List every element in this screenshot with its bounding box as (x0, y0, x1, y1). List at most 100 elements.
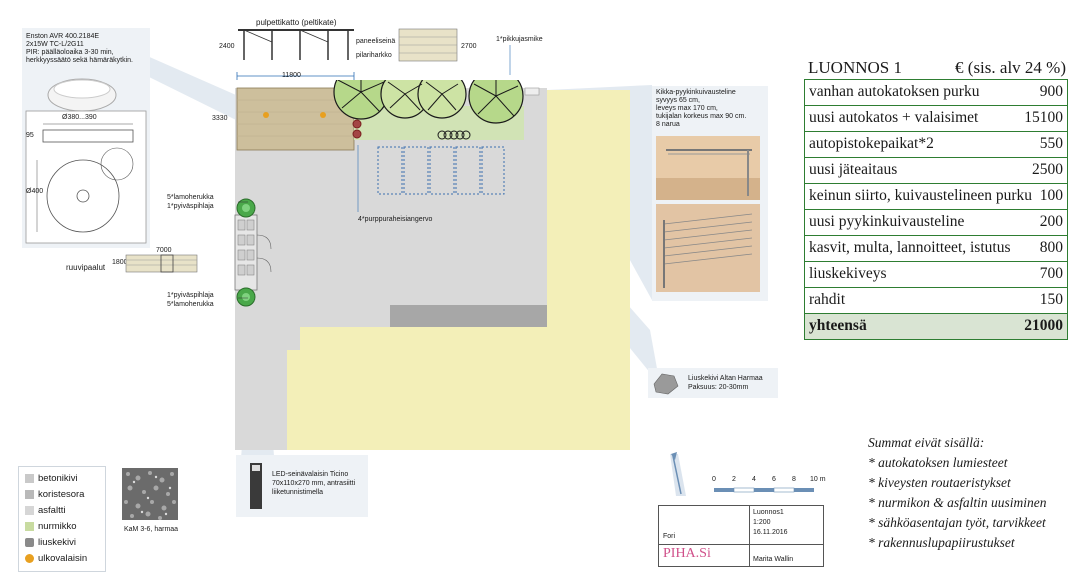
title-block: Luonnos1 1:200 16.11.2016 Fori PIHA.Si M… (658, 505, 824, 567)
led-light-line: liiketunnistimella (272, 489, 323, 496)
scale-bar (714, 487, 814, 493)
cost-value: 100 (1039, 187, 1063, 204)
gravel-sample-icon (122, 468, 178, 520)
cost-label: uusi autokatos + valaisimet (809, 109, 979, 126)
legend-item-ulkovalaisin: ulkovalaisin (25, 553, 87, 564)
pylvaspihlaja-label-bottom: 1*pyiväspihlaja (167, 292, 214, 299)
cost-row: uusi pyykinkuivausteline 200 (805, 209, 1067, 235)
lamp-spec-line: Enston AVR 400.2184E (26, 33, 100, 40)
pylvaspihlaja-label-top: 1*pyiväspihlaja (167, 203, 214, 210)
lamp-dim-label: 95 (26, 132, 34, 139)
exclusions-notes: Summat eivät sisällä: * autokatoksen lum… (868, 433, 1078, 553)
legend-swatch (25, 474, 34, 483)
lamoherukka-label-bottom: 5*lamoherukka (167, 301, 214, 308)
site-plan (234, 80, 630, 450)
fence-elevation-icon (125, 254, 198, 273)
lamp-spec-line: 2x15W TC-L/2G11 (26, 41, 84, 48)
legend-swatch (25, 506, 34, 515)
cost-row: rahdit 150 (805, 287, 1067, 313)
carport-width-dim: 11800 (282, 72, 301, 79)
cost-value: 550 (1039, 135, 1063, 152)
screw-piles-label: ruuvipaalut (66, 263, 106, 272)
cost-value: 700 (1039, 265, 1063, 282)
legend-item-liuskekivi: liuskekivi (25, 537, 76, 548)
cost-value: 2500 (1032, 161, 1063, 178)
width-dimension-line (236, 72, 355, 80)
drawing-date: 16.11.2016 (753, 529, 788, 536)
scale-tick: 10 m (810, 476, 826, 483)
cost-label: uusi pyykinkuivausteline (809, 213, 965, 230)
cost-total-value: 21000 (1024, 317, 1063, 334)
drying-rack-panel: Kikka-pyykinkuivausteline syvyys 65 cm, … (652, 86, 768, 301)
draft-title: LUONNOS 1 (808, 58, 902, 77)
fence-height-dim: 1800 (112, 259, 128, 266)
cost-total-label: yhteensä (809, 317, 867, 334)
cost-label: rahdit (809, 291, 846, 308)
notes-item: * nurmikon & asfaltin uusiminen (868, 495, 1047, 510)
scale-tick: 2 (732, 476, 736, 483)
led-light-line: LED-seinävalaisin Ticino (272, 471, 349, 478)
scale-tick: 8 (792, 476, 796, 483)
panel-wall-icon (398, 28, 458, 62)
north-arrow-icon (670, 452, 686, 496)
cost-row: keinun siirto, kuivaustelineen purku 100 (805, 183, 1067, 209)
lamp-drawing-icon (25, 110, 147, 244)
wall-light-icon (250, 463, 262, 509)
legend-label: koristesora (38, 489, 85, 500)
light-dot-icon (25, 554, 34, 563)
pillar-block-label: pilariharkko (356, 52, 392, 59)
purppuraheisiangervo-label: 4*purppuraheisiangervo (358, 216, 433, 223)
cost-total-row: yhteensä 21000 (805, 313, 1067, 339)
ceiling-lamp-icon (47, 78, 117, 112)
cost-value: 200 (1039, 213, 1063, 230)
legend: betonikivi koristesora asfaltti nurmikko… (18, 466, 106, 572)
lamp-spec-panel: Enston AVR 400.2184E 2x15W TC-L/2G11 PIR… (22, 28, 150, 248)
scale-tick: 0 (712, 476, 716, 483)
cost-value: 800 (1039, 239, 1063, 256)
drying-rack-line: Kikka-pyykinkuivausteline (656, 89, 736, 96)
legend-swatch (25, 490, 34, 499)
lamp-spec-line: herkkyyssäätö sekä hämäräkytkin. (26, 57, 133, 64)
legend-item-betonikivi: betonikivi (25, 473, 78, 484)
paving-panel: Liuskekivi Altan Harmaa Paksuus: 20-30mm (648, 368, 778, 398)
cost-value: 150 (1039, 291, 1063, 308)
led-light-line: 70x110x270 mm, antrasiitti (272, 480, 356, 487)
legend-label: ulkovalaisin (38, 553, 88, 564)
drying-rack-line: leveys max 170 cm, (656, 105, 718, 112)
legend-label: asfaltti (38, 505, 66, 516)
legend-swatch (25, 522, 34, 531)
drawing-scale: 1:200 (753, 519, 771, 526)
panel-wall-label: paneeliseinä (356, 38, 396, 45)
legend-label: nurmikko (38, 521, 77, 532)
pikkujasmike-label: 1*pikkujasmike (496, 36, 543, 43)
flagstone-icon (25, 538, 34, 547)
fence-width-dim: 7000 (156, 247, 172, 254)
cost-value: 900 (1039, 83, 1063, 100)
client-name: Fori (663, 533, 676, 540)
legend-label: liuskekivi (38, 537, 77, 548)
notes-item: * kiveysten routaeristykset (868, 475, 1011, 490)
paving-line: Paksuus: 20-30mm (688, 384, 749, 391)
cost-row: autopistokepaikat*2 550 (805, 131, 1067, 157)
notes-item: * sähköasentajan työt, tarvikkeet (868, 515, 1046, 530)
cost-label: keinun siirto, kuivaustelineen purku (809, 187, 1032, 204)
drying-rack-photo-2 (656, 204, 760, 292)
cost-label: autopistokepaikat*2 (809, 135, 934, 152)
drying-rack-line: syvyys 65 cm, (656, 97, 700, 104)
designer-name: Marita Wallin (753, 556, 794, 563)
legend-item-asfaltti: asfaltti (25, 505, 65, 516)
lamoherukka-label-top: 5*lamoherukka (167, 194, 214, 201)
scale-tick: 6 (772, 476, 776, 483)
drying-rack-line: tukijalan korkeus max 90 cm. (656, 113, 747, 120)
drawing-name: Luonnos1 (753, 509, 784, 516)
lamp-dim-label: Ø400 (26, 188, 44, 195)
notes-item: * rakennuslupapiirustukset (868, 535, 1015, 550)
led-light-panel: LED-seinävalaisin Ticino 70x110x270 mm, … (236, 455, 368, 517)
legend-item-nurmikko: nurmikko (25, 521, 77, 532)
